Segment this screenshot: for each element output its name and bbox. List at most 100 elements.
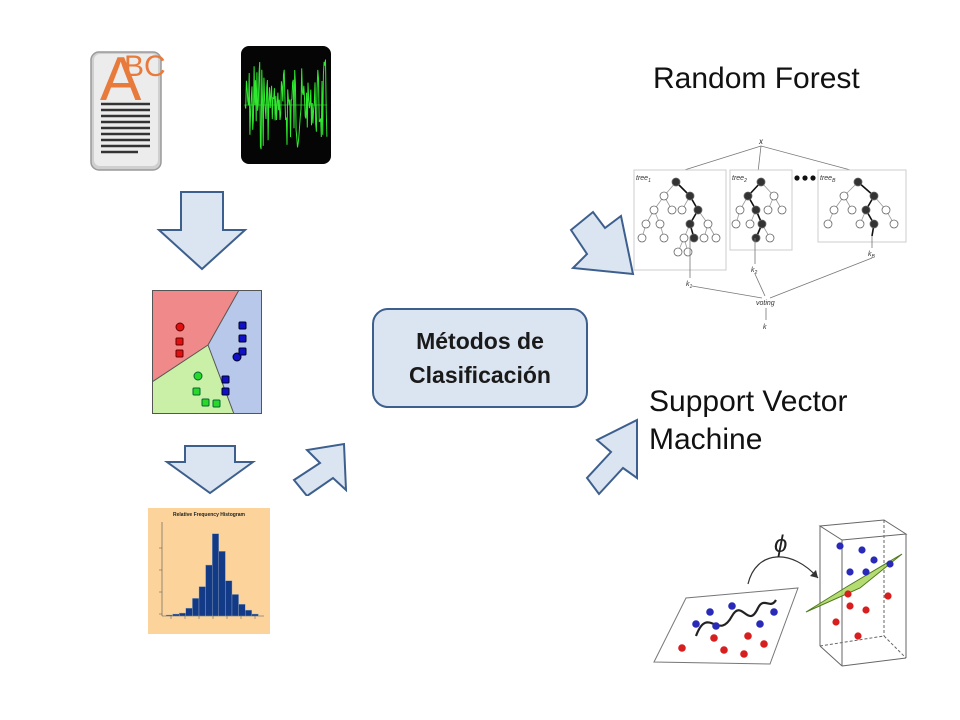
tree-node — [683, 247, 693, 257]
tree-node — [769, 191, 779, 201]
histogram-bar — [218, 551, 226, 617]
histogram-bar — [165, 614, 173, 617]
tree-node — [869, 219, 879, 229]
phi-symbol: ϕ — [774, 531, 787, 558]
histogram-bar — [192, 598, 200, 617]
classification-methods-box: Métodos de Clasificación — [372, 308, 588, 408]
tree-node — [679, 233, 689, 243]
tree-node — [847, 205, 857, 215]
red-point — [175, 322, 185, 332]
histogram-bar — [172, 613, 180, 617]
histogram-bar — [179, 612, 187, 617]
histogram-bar — [205, 564, 213, 617]
output-k2: k2 — [751, 267, 758, 276]
histogram-bar — [225, 580, 233, 617]
tree-node — [777, 205, 787, 215]
output-kb: kB — [868, 251, 876, 260]
audio-waveform-image — [241, 46, 331, 164]
tree-label-1: tree1 — [636, 175, 651, 184]
tree-node — [751, 205, 761, 215]
tree-label-2: tree2 — [732, 175, 747, 184]
document-icon: A BC — [90, 45, 166, 171]
histogram-bar — [198, 586, 206, 617]
tree-node — [637, 233, 647, 243]
blue-point — [238, 334, 247, 343]
nonlinear-boundary — [694, 599, 777, 637]
green-point — [193, 371, 203, 381]
tree-node — [689, 233, 699, 243]
blue-point — [238, 347, 247, 356]
tree-node — [829, 205, 839, 215]
histogram-bars — [165, 533, 259, 617]
tree-node — [839, 191, 849, 201]
tree-node — [731, 219, 741, 229]
green-point — [192, 387, 201, 396]
arrow-down-1 — [156, 191, 248, 271]
tree-node — [743, 191, 753, 201]
green-point — [212, 399, 221, 408]
tree-node — [756, 177, 766, 187]
blue-point — [221, 375, 230, 384]
tree-node — [685, 191, 695, 201]
green-point — [201, 398, 210, 407]
document-letter-a: A — [100, 45, 142, 114]
tree-node — [699, 233, 709, 243]
histogram-title: Relative Frequency Histogram — [173, 512, 246, 518]
arrow-down-2 — [163, 445, 257, 495]
histogram-bar — [251, 613, 259, 617]
histogram-bar — [211, 533, 219, 617]
arrow-to-svm — [585, 418, 638, 496]
histogram-bar — [231, 594, 239, 617]
decision-trees — [637, 177, 899, 257]
svm-title-line2: Machine — [649, 423, 763, 456]
mapping-arrow — [747, 556, 819, 585]
histogram-bar — [238, 604, 246, 617]
tree-node — [667, 205, 677, 215]
tree-node — [641, 219, 651, 229]
tree-node — [889, 219, 899, 229]
tree-node — [735, 205, 745, 215]
tree-node — [861, 205, 871, 215]
red-point — [175, 349, 184, 358]
tree-node — [659, 233, 669, 243]
tree-node — [677, 205, 687, 215]
tree-node — [881, 205, 891, 215]
tree-node — [853, 177, 863, 187]
svm-title: Support Vector Machine — [649, 383, 929, 459]
methods-label-line2: Clasificación — [409, 362, 551, 388]
tree-node — [659, 191, 669, 201]
tree-node — [685, 219, 695, 229]
random-forest-diagram: x tree1 tree2 treeB k1 k2 kB voting k — [633, 137, 907, 331]
tree-node — [763, 205, 773, 215]
rf-input-label: x — [758, 137, 764, 146]
svm-title-line1: Support Vector — [649, 385, 848, 418]
final-k-label: k — [763, 324, 767, 331]
separating-hyperplane — [805, 553, 903, 613]
red-point — [175, 337, 184, 346]
random-forest-title: Random Forest — [653, 62, 860, 95]
ellipsis-dots — [794, 175, 816, 181]
voting-label: voting — [756, 300, 775, 307]
arrow-to-random-forest — [569, 210, 635, 276]
histogram-bar — [185, 607, 193, 617]
tree-node — [673, 247, 683, 257]
tree-node — [869, 191, 879, 201]
tree-node — [671, 177, 681, 187]
classification-regions-plot — [152, 290, 262, 414]
methods-label-line1: Métodos de — [416, 328, 544, 354]
tree-node — [655, 219, 665, 229]
output-k1: k1 — [686, 281, 693, 290]
svm-kernel-diagram: ϕ — [653, 519, 908, 667]
tree-node — [855, 219, 865, 229]
tree-node — [823, 219, 833, 229]
document-letters-bc: BC — [124, 50, 166, 83]
arrow-to-methods — [292, 442, 348, 496]
blue-point — [221, 387, 230, 396]
tree-node — [711, 233, 721, 243]
tree-node — [765, 233, 775, 243]
tree-node — [745, 219, 755, 229]
blue-point — [238, 321, 247, 330]
tree-node — [649, 205, 659, 215]
relative-frequency-histogram: Relative Frequency Histogram — [148, 508, 270, 634]
tree-node — [703, 219, 713, 229]
